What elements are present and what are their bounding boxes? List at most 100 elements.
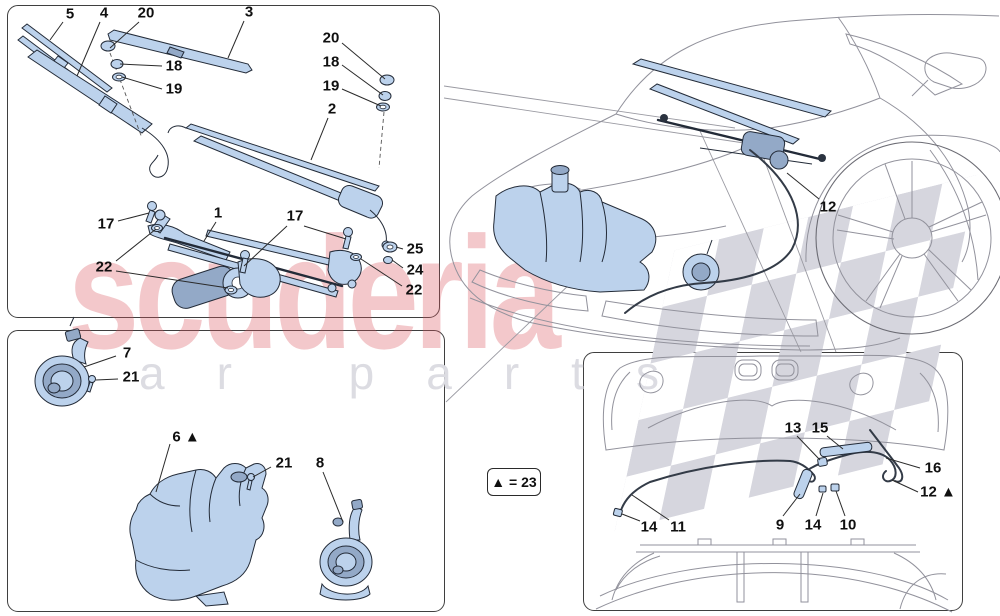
watermark-sub-text: car parts — [64, 347, 711, 399]
bolt — [147, 201, 157, 211]
clip-14b — [818, 485, 827, 493]
callout-label-22: 22 — [405, 281, 423, 299]
leader-line-20 — [109, 21, 140, 49]
tube-piece-16 — [869, 429, 904, 483]
washer-reservoir — [129, 463, 269, 607]
legend-triangle-equals-23: ▲ = 23 — [487, 468, 541, 496]
leader-line-17 — [303, 225, 347, 240]
leader-line-10 — [835, 490, 846, 517]
leader-line-6▲ — [155, 443, 171, 493]
callout-label-13: 13 — [784, 419, 802, 437]
callout-label-19: 19 — [165, 80, 183, 98]
washer-tube-on-car — [624, 149, 799, 314]
front-wheel — [815, 141, 1000, 335]
callout-label-17: 17 — [286, 207, 304, 225]
grommet-10 — [830, 483, 840, 492]
callout-label-12: 12 — [819, 198, 837, 216]
callout-label-7: 7 — [122, 344, 132, 362]
leader-line-19 — [341, 88, 382, 107]
leader-line-14 — [815, 492, 824, 517]
pivot-cap — [100, 40, 116, 52]
leader-line-11 — [631, 494, 670, 521]
leader-line-12▲ — [891, 479, 919, 493]
callout-label-22: 22 — [95, 258, 113, 276]
pivot-boss — [338, 185, 383, 219]
wiper-blade-installed — [631, 58, 832, 118]
leader-line-2 — [310, 117, 329, 161]
leader-line-16 — [885, 457, 921, 469]
callout-label-12▲: 12 ▲ — [920, 483, 956, 501]
grille-centre — [601, 300, 819, 337]
callout-label-6▲: 6 ▲ — [172, 428, 200, 446]
callout-label-3: 3 — [244, 3, 254, 21]
leader-line-5 — [49, 21, 64, 41]
reservoir-on-car — [493, 165, 720, 293]
projection-lines — [443, 85, 837, 403]
callout-label-17: 17 — [97, 215, 115, 233]
leader-line-25 — [395, 246, 404, 250]
callout-label-14: 14 — [640, 518, 658, 536]
callout-label-16: 16 — [924, 459, 942, 477]
wiper-linkage-assembly — [145, 201, 398, 309]
bonnet-tubing-art — [595, 354, 953, 613]
callout-label-20: 20 — [137, 4, 155, 22]
wiper-arm-installed — [648, 83, 800, 145]
callout-label-1: 1 — [213, 204, 223, 222]
sleeve-9 — [793, 468, 813, 500]
leader-line-4 — [76, 21, 101, 77]
callout-label-19: 19 — [322, 77, 340, 95]
bonnet-outline — [602, 354, 949, 451]
callout-label-14: 14 — [804, 516, 822, 534]
callout-label-8: 8 — [315, 454, 325, 472]
callout-label-21: 21 — [275, 454, 293, 472]
leader-line-18 — [341, 64, 384, 96]
blade-insert — [21, 23, 113, 93]
side-window — [845, 33, 964, 96]
grille-left — [471, 269, 589, 312]
horn-high-note — [34, 316, 90, 407]
wiper-arm-2 — [184, 123, 380, 192]
sleeve-15 — [819, 441, 873, 458]
leader-line-17 — [117, 212, 150, 222]
callout-label-15: 15 — [811, 419, 829, 437]
leader-line-13 — [796, 435, 821, 461]
callout-leader-lines — [49, 20, 921, 523]
leader-line-9 — [782, 493, 801, 517]
leader-line-20 — [341, 42, 386, 80]
car-overview-illustration — [449, 14, 1000, 351]
leader-line-19 — [121, 76, 163, 90]
callout-label-4: 4 — [99, 4, 109, 22]
leader-line-7 — [83, 355, 117, 368]
wheel-arch — [805, 134, 1000, 263]
watermark-brand-text: scuderia — [68, 203, 561, 382]
callout-label-9: 9 — [775, 516, 785, 534]
leader-line-12 — [786, 172, 820, 200]
leader-line-1 — [203, 221, 217, 242]
wiper-on-car — [631, 58, 832, 170]
leader-line-17 — [243, 225, 288, 267]
callout-label-21: 21 — [122, 368, 140, 386]
legend-label: ▲ = 23 — [491, 474, 537, 490]
leader-line-21 — [95, 378, 119, 381]
side-mirror — [924, 52, 987, 89]
leader-line-14 — [621, 513, 641, 522]
wiper-arm — [27, 49, 153, 134]
reservoir-horns-art — [34, 316, 373, 607]
screw-21 — [88, 375, 96, 383]
callout-label-18: 18 — [322, 53, 340, 71]
bonnet-washer-tube — [612, 429, 904, 518]
leader-line-22 — [360, 258, 403, 287]
callout-label-20: 20 — [322, 29, 340, 47]
callout-label-24: 24 — [406, 261, 424, 279]
callout-label-2: 2 — [327, 100, 337, 118]
callout-label-10: 10 — [839, 516, 857, 534]
leader-line-15 — [826, 435, 844, 450]
callout-label-25: 25 — [406, 240, 424, 258]
leader-line-21 — [252, 466, 272, 478]
leader-line-18 — [119, 63, 163, 67]
leader-line-3 — [227, 20, 245, 59]
leader-line-8 — [322, 471, 344, 523]
leader-line-22 — [115, 228, 157, 262]
